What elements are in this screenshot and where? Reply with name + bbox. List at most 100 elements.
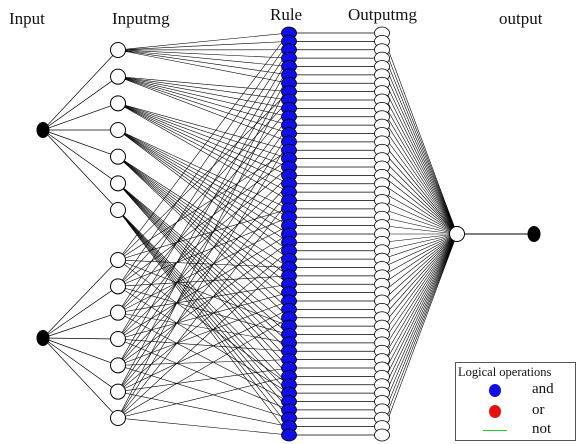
edge-inputmg-to-rule: [117, 259, 290, 268]
edge-input-to-inputmg: [42, 259, 119, 339]
edge-inputmg-to-rule: [117, 76, 290, 109]
edge-outputmg-to-aggregate: [381, 233, 458, 252]
edge-inputmg-to-rule: [117, 156, 290, 293]
legend-title: Logical operations: [458, 365, 552, 379]
edge-inputmg-to-rule: [117, 76, 290, 118]
edge-inputmg-to-rule: [117, 309, 290, 392]
edge-inputmg-to-rule: [117, 49, 290, 59]
not-line-icon: [483, 430, 507, 431]
edge-inputmg-to-rule: [117, 259, 290, 327]
edge-inputmg-to-rule: [117, 183, 290, 377]
edge-outputmg-to-aggregate: [381, 41, 458, 235]
edge-inputmg-to-rule: [117, 49, 290, 84]
edge-inputmg-to-rule: [117, 258, 290, 419]
edge-outputmg-to-aggregate: [381, 74, 458, 235]
output-node: [527, 226, 541, 242]
nodes-layer: [36, 26, 541, 442]
edge-inputmg-to-rule: [117, 103, 290, 151]
edge-outputmg-to-aggregate: [381, 83, 458, 235]
edge-inputmg-to-rule: [117, 208, 290, 261]
edge-inputmg-to-rule: [117, 76, 290, 143]
edge-inputmg-to-rule: [117, 183, 290, 327]
input-node: [36, 122, 50, 138]
edge-outputmg-to-aggregate: [381, 233, 458, 410]
edge-input-to-inputmg: [42, 337, 119, 419]
edge-inputmg-to-rule: [117, 367, 290, 392]
edge-inputmg-to-rule: [117, 183, 290, 369]
edge-outputmg-to-aggregate: [381, 200, 458, 235]
edge-outputmg-to-aggregate: [381, 233, 458, 277]
edge-inputmg-to-rule: [117, 312, 290, 402]
inputmg-node: [110, 331, 126, 347]
edge-inputmg-to-rule: [117, 300, 290, 366]
edge-inputmg-to-rule: [117, 338, 290, 352]
edge-inputmg-to-rule: [117, 83, 290, 419]
edge-inputmg-to-rule: [117, 359, 290, 366]
and-dot-icon: [489, 384, 501, 397]
edge-inputmg-to-rule: [117, 156, 290, 277]
edge-outputmg-to-aggregate: [381, 233, 458, 310]
edge-inputmg-to-rule: [117, 156, 290, 302]
edge-outputmg-to-aggregate: [381, 233, 458, 360]
outputmg-node: [374, 428, 390, 442]
edge-inputmg-to-rule: [117, 129, 290, 243]
edge-outputmg-to-aggregate: [381, 233, 458, 268]
edge-inputmg-to-rule: [117, 156, 290, 285]
inputmg-node: [110, 304, 126, 321]
edge-outputmg-to-aggregate: [381, 233, 458, 260]
edge-inputmg-to-rule: [117, 156, 290, 268]
edge-inputmg-to-rule: [117, 57, 290, 340]
inputmg-column-label: Inputmg: [112, 9, 170, 28]
edge-inputmg-to-rule: [117, 108, 290, 313]
edge-inputmg-to-rule: [117, 41, 290, 287]
edge-inputmg-to-rule: [117, 129, 290, 210]
edge-inputmg-to-rule: [117, 286, 290, 394]
edge-outputmg-to-aggregate: [381, 233, 458, 419]
edge-outputmg-to-aggregate: [381, 175, 458, 235]
inputmg-node: [110, 95, 126, 112]
edge-outputmg-to-aggregate: [381, 233, 458, 352]
or-dot-icon: [489, 405, 501, 418]
edge-inputmg-to-rule: [117, 183, 290, 352]
edge-inputmg-to-rule: [117, 129, 290, 235]
edge-inputmg-to-rule: [117, 116, 290, 340]
edge-inputmg-to-rule: [117, 292, 290, 340]
legend-item-not: not: [456, 421, 575, 439]
edge-inputmg-to-rule: [117, 32, 290, 51]
edge-inputmg-to-rule: [117, 49, 290, 313]
edge-outputmg-to-aggregate: [381, 233, 458, 394]
edge-outputmg-to-aggregate: [381, 66, 458, 235]
edge-outputmg-to-aggregate: [381, 116, 458, 235]
edge-outputmg-to-aggregate: [381, 124, 458, 235]
edge-outputmg-to-aggregate: [381, 141, 458, 235]
edge-inputmg-to-rule: [117, 103, 290, 185]
edge-inputmg-to-rule: [117, 317, 290, 419]
input-column-label: Input: [9, 9, 45, 28]
edge-inputmg-to-rule: [117, 391, 290, 427]
edge-inputmg-to-rule: [117, 129, 290, 260]
edge-inputmg-to-rule: [117, 49, 290, 67]
edge-inputmg-to-rule: [117, 183, 290, 335]
edge-outputmg-to-aggregate: [381, 233, 458, 327]
legend: Logical operations and or not: [455, 362, 576, 441]
outputmg-column-label: Outputmg: [348, 5, 417, 24]
input-node: [36, 330, 50, 346]
edge-inputmg-to-rule: [117, 158, 290, 287]
inputmg-node: [110, 357, 126, 374]
edge-outputmg-to-aggregate: [381, 233, 458, 385]
edge-inputmg-to-rule: [117, 103, 290, 159]
inputmg-node: [110, 42, 126, 58]
edge-input-to-inputmg: [42, 129, 119, 211]
edge-inputmg-to-rule: [117, 286, 290, 335]
edge-inputmg-to-rule: [117, 209, 290, 419]
edge-outputmg-to-aggregate: [381, 208, 458, 235]
edge-inputmg-to-rule: [117, 365, 290, 419]
edge-inputmg-to-rule: [117, 209, 290, 411]
edge-inputmg-to-rule: [117, 283, 290, 313]
edge-inputmg-to-rule: [117, 338, 290, 411]
edge-inputmg-to-rule: [117, 76, 290, 92]
edge-outputmg-to-aggregate: [381, 233, 458, 335]
edge-outputmg-to-aggregate: [381, 233, 458, 369]
edge-input-to-inputmg: [42, 337, 119, 340]
